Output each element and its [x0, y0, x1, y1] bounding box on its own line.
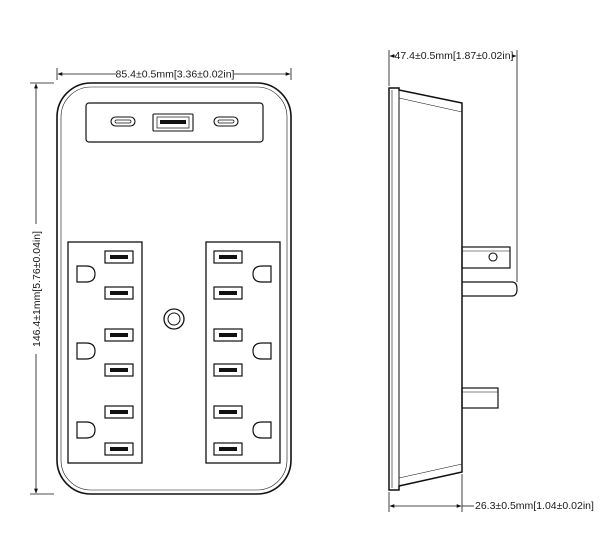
- depth-top-dimension: 47.4±0.5mm[1.87±0.02in]: [388, 49, 518, 282]
- outlet: [76, 250, 134, 300]
- plug-prong-lower: [461, 387, 499, 409]
- outlet-panel-right: [205, 241, 281, 464]
- depth-top-label: 47.4±0.5mm[1.87±0.02in]: [395, 50, 514, 62]
- depth-bottom-label: 26.3±0.5mm[1.04±0.02in]: [475, 500, 594, 512]
- side-view: [388, 87, 518, 491]
- plug-prong-upper: [461, 246, 511, 269]
- outlet: [76, 405, 134, 456]
- usb-panel: [85, 102, 264, 143]
- height-label: 146.4±1mm[5.76±0.04in]: [31, 231, 43, 347]
- depth-bottom-dimension: 26.3±0.5mm[1.04±0.02in]: [388, 474, 594, 512]
- outlet-panel-left: [67, 241, 143, 464]
- height-dimension: 146.4±1mm[5.76±0.04in]: [29, 82, 54, 495]
- outlets-left: [76, 250, 134, 456]
- outlet: [213, 250, 272, 300]
- front-view: [56, 82, 292, 495]
- outlet: [213, 328, 272, 377]
- front-inner-edge: [60, 86, 288, 491]
- outlet: [76, 328, 134, 377]
- center-screw: [163, 308, 185, 330]
- side-body: [388, 87, 463, 491]
- width-dimension: 85.4±0.5mm[3.36±0.02in]: [56, 67, 292, 81]
- width-label: 85.4±0.5mm[3.36±0.02in]: [116, 69, 235, 81]
- outlet: [213, 405, 272, 456]
- usb-c-port-right: [213, 116, 239, 127]
- usb-a-port: [152, 113, 194, 132]
- outlets-right: [213, 250, 272, 456]
- plug-ground-pin: [462, 281, 518, 297]
- front-outer-housing: [56, 82, 292, 495]
- usb-c-port-left: [110, 116, 136, 127]
